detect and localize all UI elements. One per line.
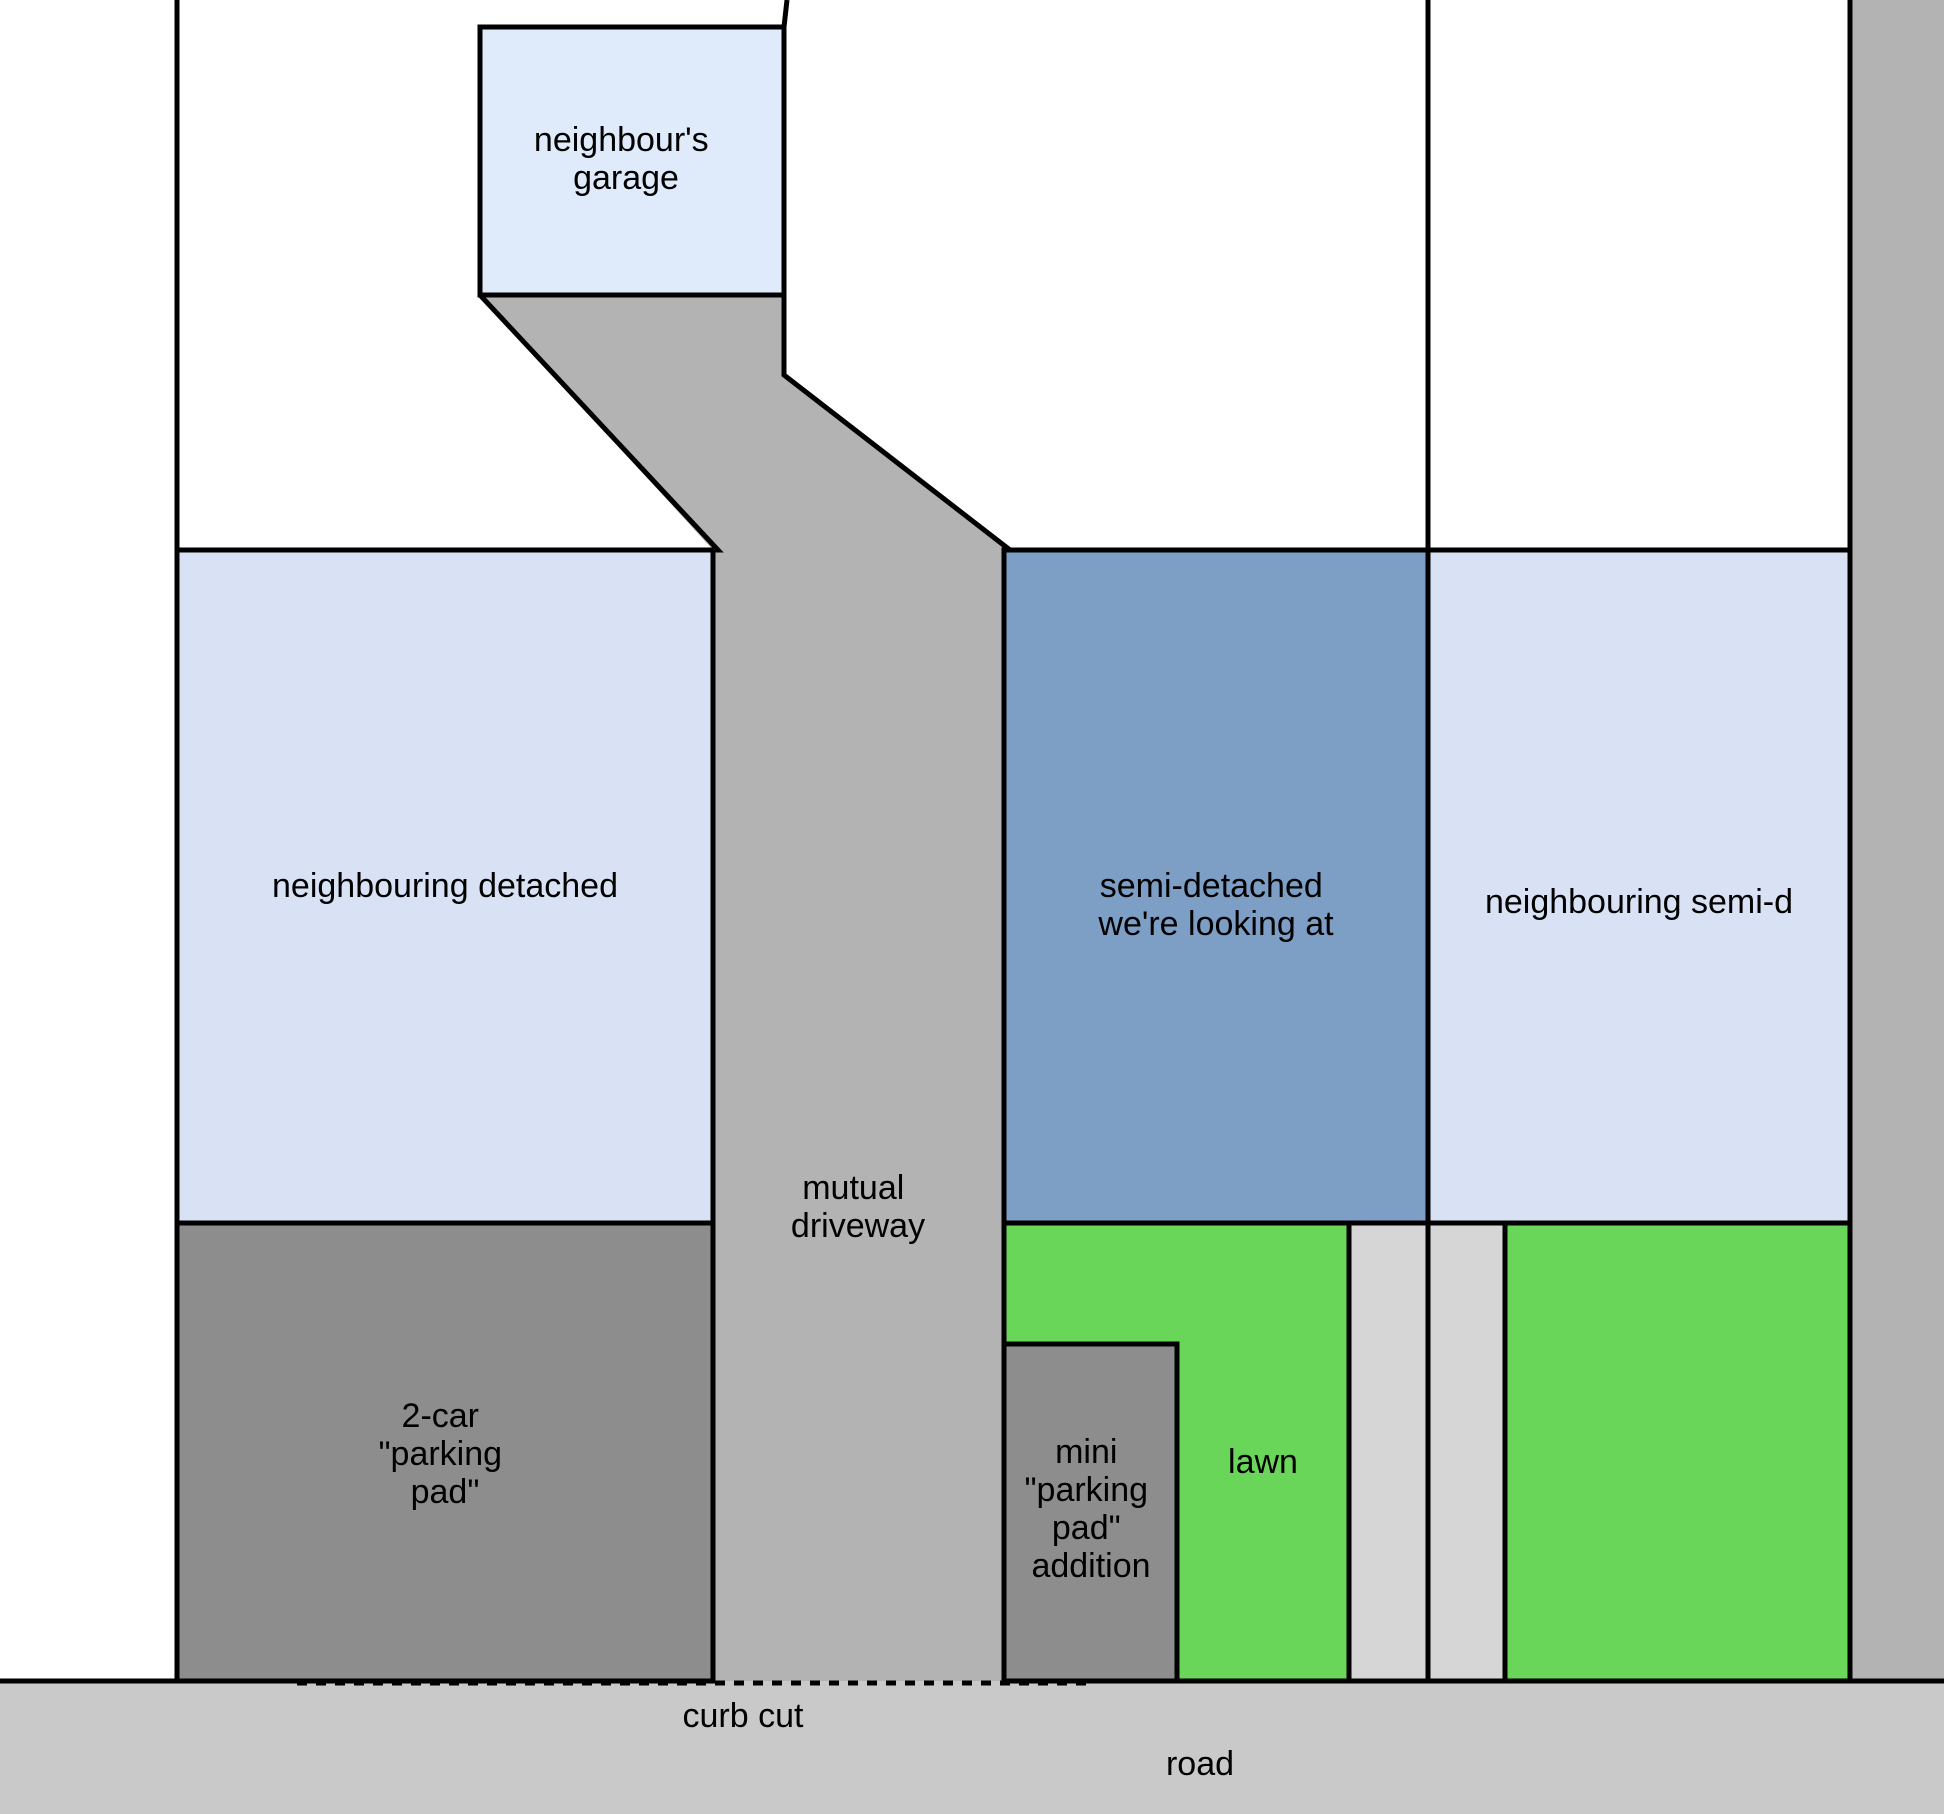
neighbouring-detached-area: [174, 547, 716, 1226]
road-label: road: [1166, 1745, 1234, 1783]
curb-cut-label-line1: curb cut: [683, 1697, 804, 1735]
right-side-strip: [1850, 0, 1944, 1681]
road-area: [0, 1681, 1944, 1814]
neighbouring-semi-d-label: neighbouring semi-d: [1485, 883, 1793, 921]
lawn-label: lawn: [1228, 1443, 1298, 1481]
curb-cut-label: curb cut: [683, 1697, 804, 1735]
semi-detached-target-label-line2: we're looking at: [1097, 905, 1334, 943]
mutual-driveway-label: mutual driveway: [791, 1169, 925, 1245]
neighbouring-lawn-area: [1502, 1220, 1853, 1684]
two-car-parking-pad-label-line3: pad": [411, 1473, 480, 1511]
mini-parking-pad-label: mini "parking pad" addition: [1024, 1433, 1157, 1585]
mini-parking-pad-label-line2: "parking: [1024, 1471, 1148, 1509]
mini-parking-pad-label-line3: pad": [1052, 1509, 1121, 1547]
driveway-right-edge: [781, 295, 1012, 552]
driveway-left-edge: [478, 293, 724, 1681]
neighbouring-semi-d-label-line1: neighbouring semi-d: [1485, 883, 1793, 921]
two-car-parking-pad-label-line2: "parking: [378, 1435, 502, 1473]
mini-parking-pad-label-line1: mini: [1055, 1433, 1117, 1471]
mutual-driveway-label-line1: mutual: [802, 1169, 904, 1207]
two-car-parking-pad-label: 2-car "parking pad": [378, 1397, 511, 1511]
neighbours-garage-label: neighbour's garage: [534, 121, 718, 197]
neighbours-garage-label-line2: garage: [573, 159, 679, 197]
neighbouring-detached-label-line1: neighbouring detached: [272, 867, 618, 905]
road-label-line1: road: [1166, 1745, 1234, 1783]
mini-parking-pad-label-line4: addition: [1031, 1547, 1150, 1585]
lawn-label-line1: lawn: [1228, 1443, 1298, 1481]
neighbours-garage-area: [477, 24, 787, 298]
walkway-right: [1425, 1220, 1508, 1684]
two-car-parking-pad-label-line1: 2-car: [402, 1397, 479, 1435]
walkway-left: [1346, 1220, 1431, 1684]
garage-roof-flag: [480, 0, 790, 30]
mutual-driveway-label-line2: driveway: [791, 1207, 925, 1245]
mutual-driveway-area: [480, 295, 1010, 1681]
semi-detached-target-label: semi-detached we're looking at: [1097, 867, 1334, 943]
neighbouring-detached-label: neighbouring detached: [272, 867, 618, 905]
neighbours-garage-label-line1: neighbour's: [534, 121, 709, 159]
semi-detached-target-label-line1: semi-detached: [1100, 867, 1323, 905]
